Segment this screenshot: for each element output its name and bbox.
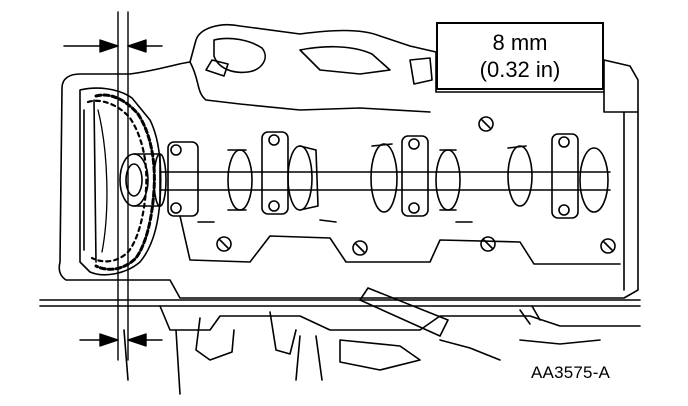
cam-lobe-1: [227, 149, 253, 211]
cam-lobe-6: [579, 147, 609, 213]
bearing-cap-2: [261, 131, 289, 215]
dimension-lines: [63, 11, 163, 361]
cam-lobe-3: [370, 143, 398, 213]
bearing-cap-1: [167, 141, 199, 217]
measurement-inch-label: (0.32 in): [479, 57, 561, 82]
figure-id-label: AA3575-A: [531, 363, 611, 382]
measurement-mm-label: 8 mm: [492, 30, 548, 55]
cam-lobe-2: [287, 145, 319, 211]
head-lower-details: [179, 116, 621, 265]
cam-lobe-5: [507, 145, 533, 207]
lower-block: [39, 287, 641, 395]
bearing-cap-4: [551, 133, 579, 219]
camshaft: [159, 131, 611, 219]
cylinder-head-outline: [58, 24, 639, 299]
measurement-callout-box: 8 mm (0.32 in): [436, 22, 604, 90]
timing-chain-sprocket: [79, 87, 167, 276]
cam-lobe-4: [435, 149, 461, 211]
bearing-cap-3: [401, 135, 429, 217]
